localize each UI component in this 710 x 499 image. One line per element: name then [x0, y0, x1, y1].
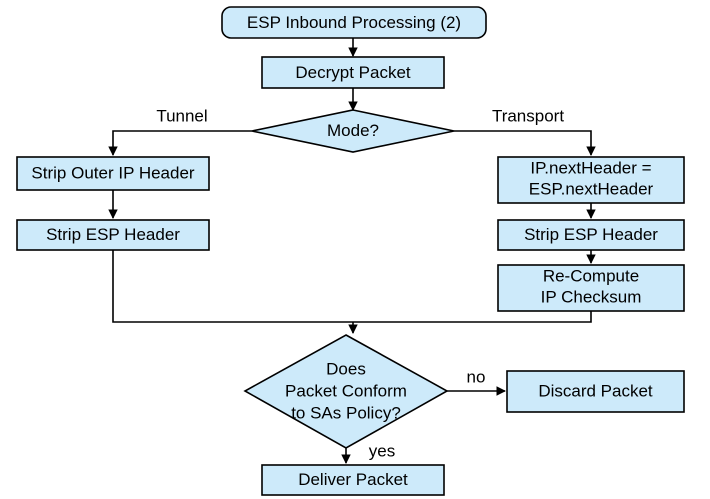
conform-decision-label-line3: to SAs Policy?: [291, 403, 401, 422]
discard-packet-label: Discard Packet: [538, 381, 653, 400]
edge-mode-tunnel-to-strip-outer-ip: [108, 130, 252, 156]
node-strip-esp-header-transport[interactable]: Strip ESP Header: [497, 219, 685, 251]
recompute-ip-checksum-label-line1: Re-Compute: [543, 266, 639, 285]
deliver-packet-shape: [261, 464, 445, 496]
strip-esp-header-tunnel-label: Strip ESP Header: [46, 225, 180, 244]
strip-outer-ip-header-shape: [16, 156, 210, 191]
ip-next-header-assign-label-line1: IP.nextHeader =: [530, 158, 651, 177]
strip-esp-header-tunnel-shape: [16, 219, 210, 251]
node-strip-outer-ip-header[interactable]: Strip Outer IP Header: [16, 156, 210, 191]
edge-label-tunnel: Tunnel: [156, 106, 207, 125]
ip-next-header-assign-label-line2: ESP.nextHeader: [529, 179, 654, 198]
decrypt-packet-shape: [261, 56, 445, 89]
strip-esp-header-transport-label: Strip ESP Header: [524, 225, 658, 244]
start-label: ESP Inbound Processing (2): [247, 13, 461, 32]
recompute-ip-checksum-label-line2: IP Checksum: [541, 287, 642, 306]
start-shape: [221, 6, 487, 39]
node-mode-decision[interactable]: Mode?: [251, 109, 455, 153]
node-ip-next-header-assign[interactable]: IP.nextHeader = ESP.nextHeader: [497, 156, 685, 204]
mode-decision-shape: [251, 109, 455, 153]
node-deliver-packet[interactable]: Deliver Packet: [261, 464, 445, 496]
node-discard-packet[interactable]: Discard Packet: [506, 370, 685, 413]
edge-label-transport: Transport: [492, 106, 564, 125]
ip-next-header-assign-shape: [497, 156, 685, 204]
edge-label-yes: yes: [369, 441, 395, 460]
mode-decision-label: Mode?: [327, 121, 379, 140]
discard-packet-shape: [506, 370, 685, 413]
node-recompute-ip-checksum[interactable]: Re-Compute IP Checksum: [497, 264, 685, 312]
node-decrypt-packet[interactable]: Decrypt Packet: [261, 56, 445, 89]
edge-transport-merge: [353, 311, 592, 323]
conform-decision-label-line1: Does: [326, 359, 366, 378]
node-conform-decision[interactable]: Does Packet Conform to SAs Policy?: [243, 334, 449, 449]
edge-label-no: no: [467, 367, 486, 386]
recompute-ip-checksum-shape: [497, 264, 685, 312]
conform-decision-label-line2: Packet Conform: [285, 381, 407, 400]
strip-outer-ip-header-label: Strip Outer IP Header: [31, 163, 194, 182]
edge-mode-transport-to-next-header: [454, 130, 596, 156]
deliver-packet-label: Deliver Packet: [298, 470, 408, 489]
conform-decision-shape: [243, 334, 449, 449]
strip-esp-header-transport-shape: [497, 219, 685, 251]
node-strip-esp-header-tunnel[interactable]: Strip ESP Header: [16, 219, 210, 251]
decrypt-packet-label: Decrypt Packet: [295, 63, 411, 82]
edge-tunnel-merge: [112, 250, 353, 323]
node-start[interactable]: ESP Inbound Processing (2): [221, 6, 487, 39]
